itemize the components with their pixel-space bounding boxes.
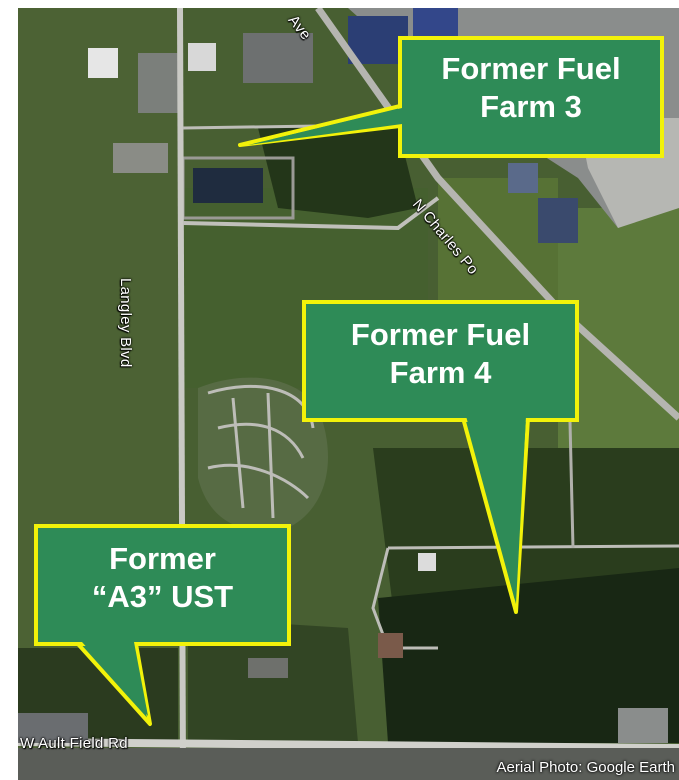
- callout-farm3-label: Former Fuel Farm 3: [402, 50, 660, 126]
- ault-road: [18, 738, 679, 752]
- callout-farm3-box: [398, 36, 664, 158]
- callout-farm4-line2: Farm 4: [389, 355, 492, 390]
- callout-farm4-box: [302, 300, 579, 422]
- building-north-4: [188, 43, 216, 71]
- callout-a3: [34, 524, 291, 726]
- building-north-1: [138, 53, 178, 113]
- building-ne: [508, 163, 538, 193]
- building-north-2: [88, 48, 118, 78]
- building-east: [418, 553, 436, 571]
- hangar-2: [413, 8, 458, 38]
- forest-south: [378, 568, 679, 743]
- south-strip: [18, 748, 679, 780]
- callout-farm3-line2: Farm 3: [480, 89, 582, 124]
- building-se: [618, 708, 668, 743]
- callout-a3-box: [34, 524, 291, 646]
- charles-road: [315, 8, 679, 421]
- callout-farm4-join: [466, 416, 526, 604]
- callout-a3-line1: Former: [109, 541, 216, 576]
- callout-farm3: [238, 36, 664, 158]
- langley-road: [177, 8, 186, 780]
- road-label-ault: W Ault Field Rd: [20, 735, 128, 752]
- building-south-2: [378, 633, 403, 658]
- road-east: [387, 544, 679, 550]
- aerial-map: Langley Blvd N Charles Po Ave W Ault Fie…: [18, 8, 679, 780]
- building-north-3: [243, 33, 313, 83]
- building-nw: [113, 143, 168, 173]
- building-south-1: [248, 658, 288, 678]
- callout-a3-line2: “A3” UST: [91, 579, 234, 614]
- callout-farm4: [302, 300, 579, 614]
- road-label-langley: Langley Blvd: [117, 278, 134, 368]
- hangar-3: [538, 198, 578, 243]
- callout-farm4-line1: Former Fuel: [350, 317, 531, 352]
- warehouse: [193, 168, 263, 203]
- callout-farm3-line1: Former Fuel: [441, 51, 621, 86]
- aerial-photo: [18, 8, 679, 780]
- callout-a3-join: [82, 642, 148, 716]
- callout-farm3-join: [248, 108, 402, 145]
- forest-south-central: [188, 618, 358, 743]
- road-warehouse: [182, 196, 440, 231]
- forest-patch-1: [258, 128, 418, 218]
- road-loop: [371, 547, 438, 650]
- callout-farm4-label: Former Fuel Farm 4: [306, 316, 575, 392]
- callout-a3-label: Former “A3” UST: [38, 540, 287, 616]
- photo-credit: Aerial Photo: Google Earth: [496, 759, 675, 776]
- road-north: [182, 124, 319, 130]
- housing-streets: [207, 385, 315, 519]
- building-sw: [18, 713, 88, 743]
- housing-area: [198, 377, 328, 531]
